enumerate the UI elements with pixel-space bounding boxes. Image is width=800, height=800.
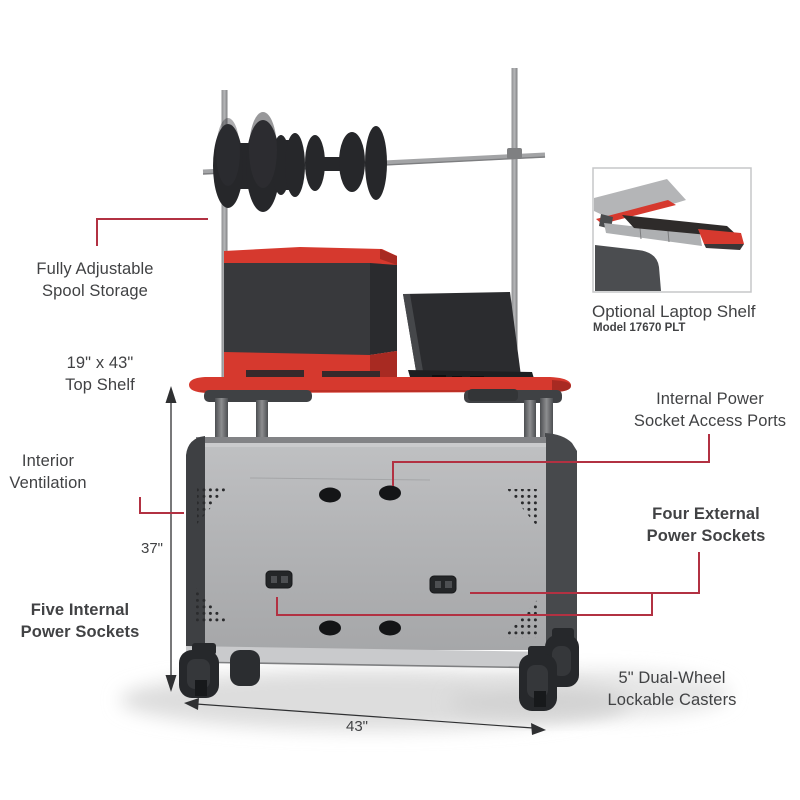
label-casters-line2: Lockable Casters: [607, 691, 737, 709]
label-five-internal-line1: Five Internal: [30, 601, 130, 619]
callout-line-internal-ports: [392, 434, 710, 486]
label-top-shelf: 19" x 43" Top Shelf: [10, 352, 190, 396]
inset-desk-top: [594, 179, 686, 219]
printer: [224, 247, 397, 378]
label-interior-ventilation-line2: Ventilation: [9, 474, 87, 492]
vent-top-left: [197, 487, 228, 524]
shelf-leg: [540, 398, 553, 442]
caster-rear-left: [230, 650, 260, 686]
casters: [179, 628, 579, 711]
cabinet-front: [196, 437, 546, 650]
label-internal-ports-line1: Internal Power: [656, 390, 764, 408]
callout-line-spool-storage: [96, 218, 208, 246]
dim-width-label: 43": [332, 718, 382, 735]
vent-top-right: [507, 489, 540, 530]
access-port: [319, 487, 341, 503]
label-internal-ports: Internal Power Socket Access Ports: [610, 388, 800, 432]
inset-laptop-shelf: [592, 167, 752, 293]
inset-title: Optional Laptop Shelf: [592, 302, 756, 321]
callout-line-interior-ventilation: [139, 497, 184, 514]
label-interior-ventilation: Interior Ventilation: [0, 450, 113, 494]
left-pole: [221, 90, 228, 388]
inset-desk-edge: [596, 200, 676, 224]
shelf-leg: [215, 398, 228, 440]
filament-spools: [213, 112, 387, 212]
label-casters-line1: 5" Dual-Wheel: [618, 669, 726, 687]
dim-width-line: [184, 698, 546, 735]
dim-width-value: 43": [345, 718, 368, 735]
label-casters: 5" Dual-Wheel Lockable Casters: [572, 667, 772, 711]
label-interior-ventilation-line1: Interior: [21, 452, 75, 470]
callout-line-four-external: [276, 552, 700, 616]
dim-height-line: [165, 386, 177, 692]
rod-clamp: [507, 148, 522, 159]
inset-shelf-rail: [604, 223, 702, 246]
access-port: [379, 620, 401, 636]
vent-bottom-left: [196, 588, 229, 623]
label-top-shelf-line2: Top Shelf: [65, 376, 135, 394]
right-pole: [511, 68, 518, 390]
external-power-socket: [429, 575, 457, 594]
inset-model: Model 17670 PLT: [593, 322, 686, 334]
shelf-leg: [256, 400, 268, 440]
printer-foot-notch: [322, 371, 380, 378]
label-five-internal-line2: Power Sockets: [20, 623, 140, 641]
label-four-external-line2: Power Sockets: [646, 527, 766, 545]
vent-bottom-right: [503, 597, 540, 638]
callout-lines: [96, 218, 710, 616]
cabinet: [185, 433, 577, 669]
label-four-external-line1: Four External: [652, 505, 760, 523]
access-port: [319, 620, 341, 636]
printer-foot-notch: [246, 370, 304, 377]
label-spool-storage-line1: Fully Adjustable: [36, 260, 154, 278]
inset-cabinet-side: [595, 245, 661, 291]
laptop-shelf-bracket: [468, 389, 518, 401]
shelf-leg: [524, 400, 536, 440]
shelf-supports: [204, 389, 562, 442]
access-port: [379, 485, 401, 501]
dim-height-label: 37": [103, 540, 163, 557]
label-top-shelf-line1: 19" x 43": [66, 354, 134, 372]
label-five-internal-sockets: Five Internal Power Sockets: [0, 599, 175, 643]
inset-shelf-red-end: [698, 229, 744, 244]
cabinet-base: [186, 646, 556, 668]
dim-height-value: 37": [140, 540, 163, 557]
label-four-external-sockets: Four External Power Sockets: [606, 503, 800, 547]
label-internal-ports-line2: Socket Access Ports: [633, 412, 787, 430]
external-power-socket: [265, 570, 293, 589]
label-spool-storage: Fully Adjustable Spool Storage: [0, 258, 190, 302]
cabinet-side-panel: [545, 433, 577, 662]
label-spool-storage-line2: Spool Storage: [42, 282, 148, 300]
